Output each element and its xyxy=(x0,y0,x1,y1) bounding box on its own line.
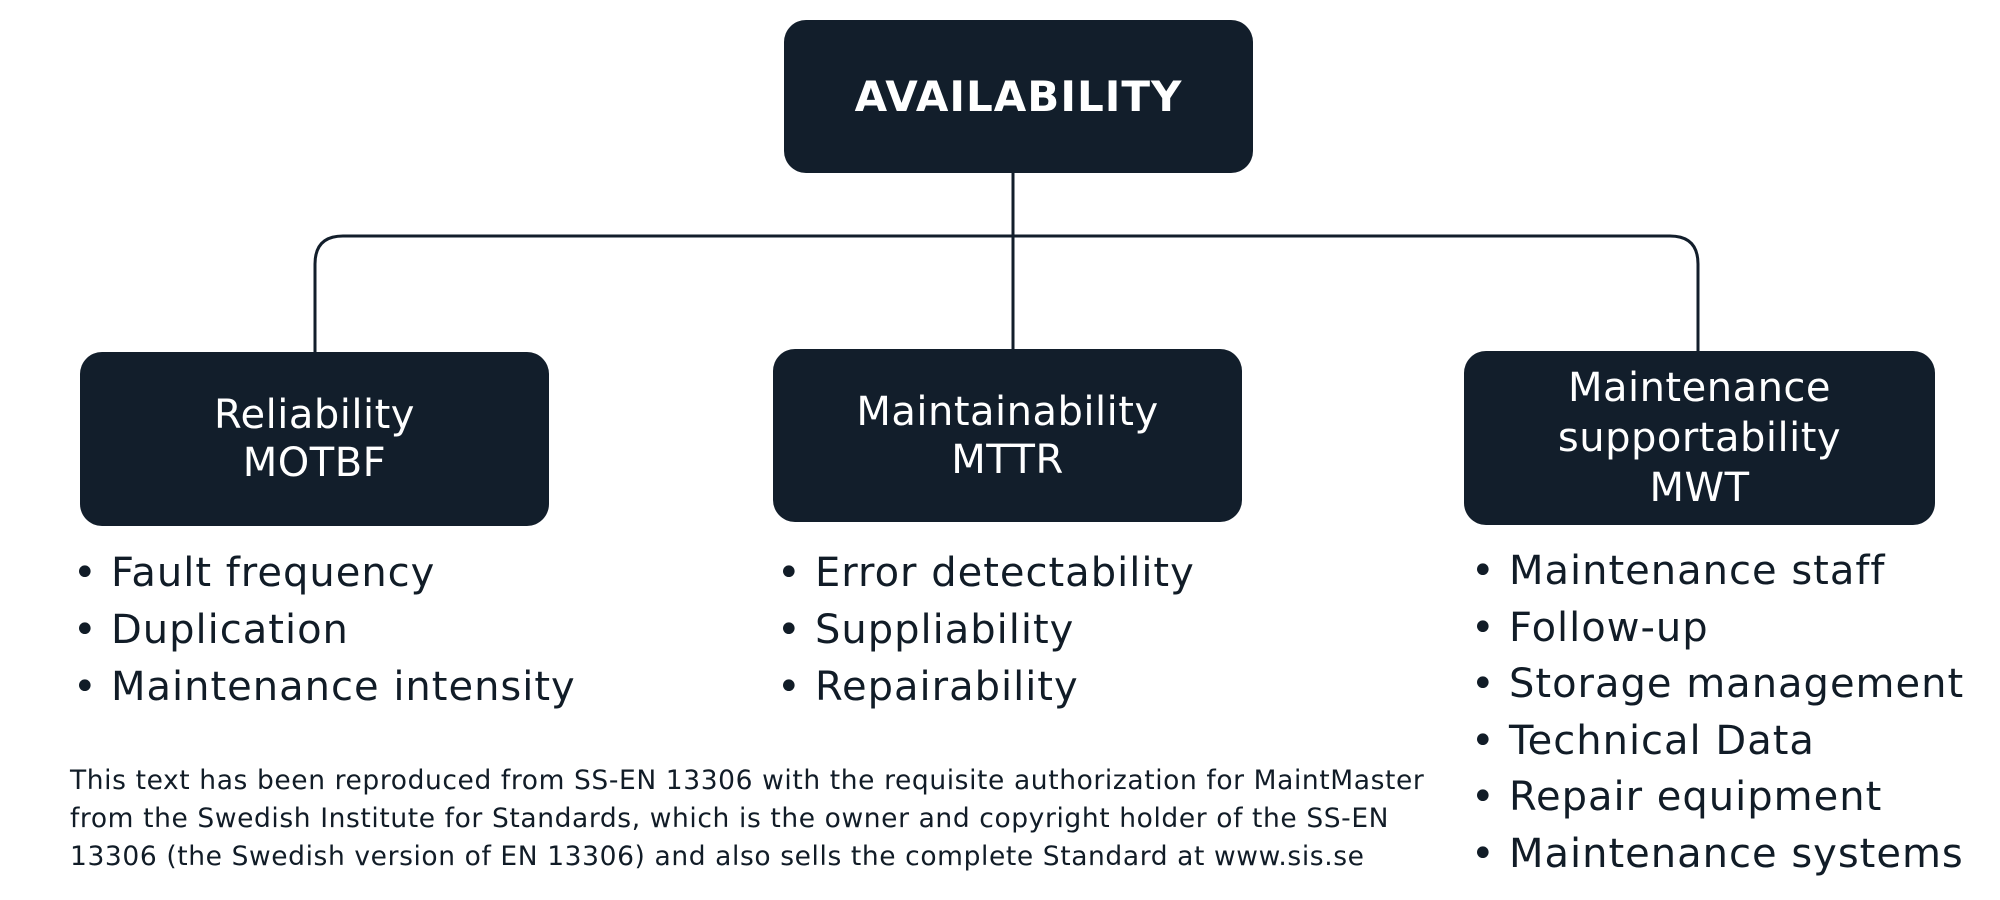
list-item: Fault frequency xyxy=(73,545,576,602)
copyright-footnote: This text has been reproduced from SS-EN… xyxy=(70,762,1450,876)
reliability-title: Reliability xyxy=(214,392,415,438)
footnote-line: 13306 (the Swedish version of EN 13306) … xyxy=(70,841,1365,872)
list-item: Repair equipment xyxy=(1471,769,1964,826)
list-item: Storage management xyxy=(1471,656,1964,713)
maintenance-supportability-box: Maintenance supportability MWT xyxy=(1464,351,1935,525)
maintainability-box: Maintainability MTTR xyxy=(773,349,1242,522)
supportability-metric: MWT xyxy=(1649,465,1750,511)
maintainability-factor-list: Error detectability Suppliability Repair… xyxy=(777,545,1195,716)
supportability-title-line-1: Maintenance xyxy=(1567,365,1832,411)
list-item: Repairability xyxy=(777,659,1195,716)
list-item: Error detectability xyxy=(777,545,1195,602)
availability-box: AVAILABILITY xyxy=(784,20,1253,173)
list-item: Follow-up xyxy=(1471,600,1964,657)
list-item: Maintenance staff xyxy=(1471,543,1964,600)
list-item: Maintenance systems xyxy=(1471,826,1964,883)
list-item: Suppliability xyxy=(777,602,1195,659)
reliability-factor-list: Fault frequency Duplication Maintenance … xyxy=(73,545,576,716)
footnote-line: This text has been reproduced from SS-EN… xyxy=(70,765,1425,796)
maintainability-title: Maintainability xyxy=(856,388,1159,435)
supportability-title-line-2: supportability xyxy=(1557,415,1842,461)
horizontal-connector-line xyxy=(313,234,1700,352)
availability-title: AVAILABILITY xyxy=(854,72,1183,121)
reliability-box: Reliability MOTBF xyxy=(80,352,549,526)
supportability-factor-list: Maintenance staff Follow-up Storage mana… xyxy=(1471,543,1964,882)
reliability-metric: MOTBF xyxy=(242,440,387,486)
footnote-line: from the Swedish Institute for Standards… xyxy=(70,803,1390,834)
maintainability-metric: MTTR xyxy=(951,436,1064,483)
list-item: Maintenance intensity xyxy=(73,659,576,716)
list-item: Duplication xyxy=(73,602,576,659)
list-item: Technical Data xyxy=(1471,713,1964,770)
